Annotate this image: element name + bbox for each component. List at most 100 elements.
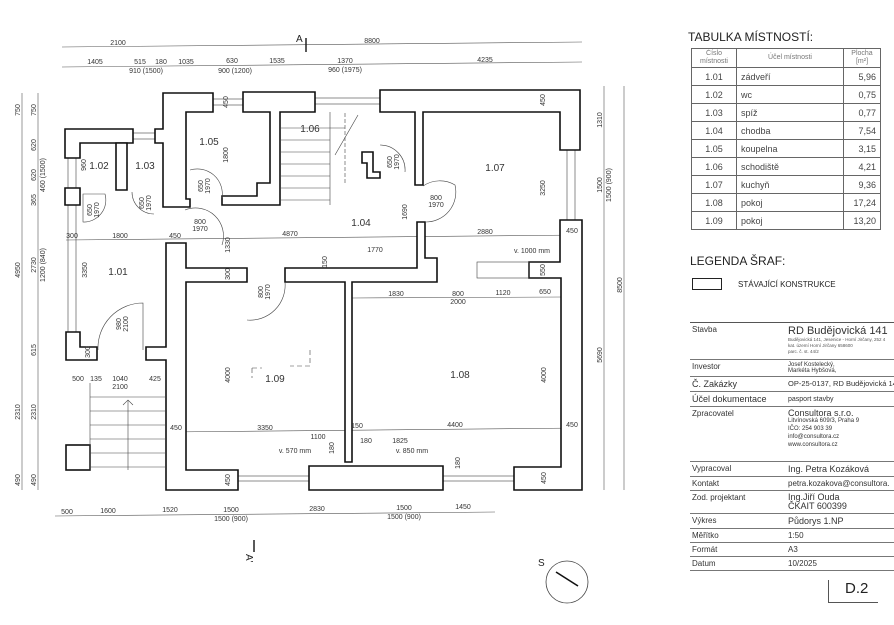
dimension-label: 180: [329, 442, 336, 454]
room-number: 1.08: [691, 193, 737, 212]
dimension-label: 1500: [597, 177, 604, 193]
staircase: [280, 112, 359, 205]
dimension-label: 365: [31, 194, 38, 206]
dimension-label: 960 (1975): [328, 67, 362, 74]
dimension-label: 1970: [428, 202, 444, 209]
room-number: 1.01: [691, 67, 737, 86]
dimension-label: 3350: [257, 425, 273, 432]
dimension-label: v. 850 mm: [396, 448, 428, 455]
dimension-label: 2100: [110, 40, 126, 47]
dimension-label: 750: [15, 104, 22, 116]
dimension-label: 3250: [540, 180, 547, 196]
room-purpose: koupelna: [736, 139, 844, 158]
dimension-label: 150: [351, 423, 363, 430]
dimension-label: 1825: [392, 438, 408, 445]
room-label: 1.06: [300, 124, 320, 135]
room-label: 1.09: [265, 374, 285, 385]
dimension-label: 1035: [178, 59, 194, 66]
dimension-label: 460 (1500): [40, 158, 47, 192]
dimension-label: 2730: [31, 257, 38, 273]
dimension-label: 550: [540, 264, 547, 276]
dimension-label: 1100: [310, 434, 325, 441]
dimension-label: 800: [258, 286, 265, 298]
room-number: 1.06: [691, 157, 737, 176]
dimension-label: 450: [566, 228, 578, 235]
dimension-label: 450: [223, 96, 230, 108]
dimension-label: 450: [225, 474, 232, 486]
room-purpose: pokoj: [736, 193, 844, 212]
dimension-label: 1500 (900): [606, 168, 613, 202]
dimension-label: 2000: [450, 299, 466, 306]
floor-plan: 1.01 1.02 1.03 1.04 1.05 1.06 1.07 1.08 …: [15, 34, 625, 604]
dimension-label: 450: [541, 472, 548, 484]
room-area: 0,77: [843, 103, 881, 122]
dimension-label: 2310: [31, 404, 38, 420]
dimension-label: 1120: [495, 290, 510, 297]
dimension-label: 180: [155, 59, 167, 66]
dimension-label: S: [538, 558, 545, 569]
dimension-label: 1450: [455, 504, 471, 511]
room-area: 17,24: [843, 193, 881, 212]
dimension-label: 450: [540, 94, 547, 106]
dimension-label: 1600: [100, 508, 116, 515]
dimension-label: 500: [61, 509, 73, 516]
room-number: 1.03: [691, 103, 737, 122]
dimension-label: 800: [430, 195, 442, 202]
dimension-label: 180: [455, 457, 462, 469]
dimension-label: 650: [387, 156, 394, 168]
room-number: 1.02: [691, 85, 737, 104]
dimension-label: 620: [31, 139, 38, 151]
dimension-label: 650: [139, 197, 146, 209]
dimension-label: 980: [116, 318, 123, 330]
dimension-label: 2880: [477, 229, 493, 236]
dimension-label: 135: [90, 376, 102, 383]
dimension-label: 300: [225, 268, 232, 280]
dimension-label: 4400: [447, 422, 463, 429]
dimension-label: 2100: [123, 316, 130, 332]
dimension-label: 910 (1500): [129, 68, 163, 75]
dimension-label: 1405: [87, 59, 103, 66]
dimension-label: 4950: [15, 262, 22, 278]
title-block: Stavba RD Budějovická 141 Budějovická 14…: [690, 322, 894, 571]
room-label: 1.03: [135, 161, 155, 172]
dimension-label: 750: [31, 104, 38, 116]
room-purpose: wc: [736, 85, 844, 104]
room-number: 1.04: [691, 121, 737, 140]
dimension-label: 425: [149, 376, 161, 383]
dimension-label: A': [243, 554, 254, 563]
room-label: 1.01: [108, 267, 128, 278]
dimension-label: 2100: [112, 384, 128, 391]
room-area: 7,54: [843, 121, 881, 140]
dimension-label: 960: [81, 159, 88, 171]
dimension-label: 8800: [364, 38, 380, 45]
dimension-label: 1500 (900): [387, 514, 421, 521]
legend-title: LEGENDA ŠRAF:: [690, 254, 786, 268]
room-number: 1.09: [691, 211, 737, 230]
dimension-label: 650: [87, 204, 94, 216]
dimension-label: 1500: [223, 507, 239, 514]
dimension-label: A: [296, 34, 303, 45]
room-schedule: TABULKA MÍSTNOSTÍ: Číslo místnosti Účel …: [680, 30, 894, 290]
door-swings: [82, 144, 457, 378]
room-label: 1.05: [199, 137, 219, 148]
dimension-label: v. 570 mm: [279, 448, 311, 455]
room-area: 13,20: [843, 211, 881, 230]
dimension-label: 300: [85, 346, 92, 358]
dimension-label: 1040: [112, 376, 128, 383]
dimension-label: 450: [169, 233, 181, 240]
dimension-label: 1970: [94, 202, 101, 218]
dimension-label: 5690: [597, 347, 604, 363]
dimension-label: 180: [360, 438, 372, 445]
dimension-label: 1970: [205, 178, 212, 194]
dimension-label: 1690: [402, 204, 409, 220]
section-mark-top: A: [296, 34, 307, 52]
room-area: 9,36: [843, 175, 881, 194]
